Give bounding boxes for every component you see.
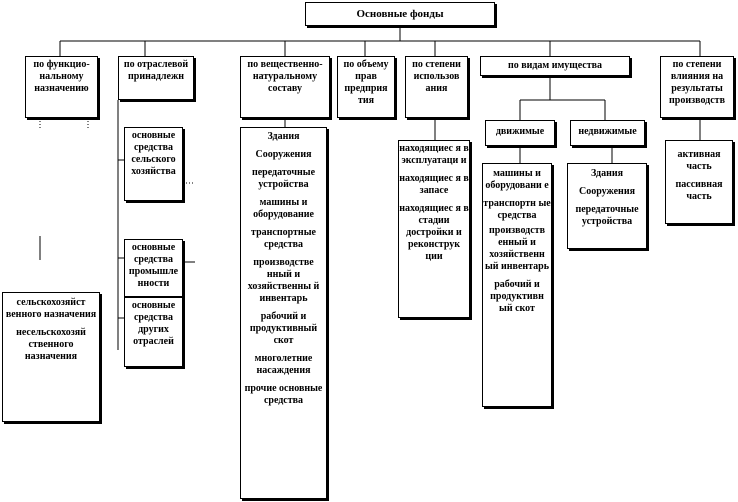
property-immovable-items: Здания Сооружения передаточные устройств… <box>567 163 647 249</box>
category-property: по видам имущества <box>480 56 630 76</box>
category-branch: по отраслевой принадлежн <box>118 56 194 100</box>
category-influence: по степени влияния на результаты произво… <box>660 56 734 118</box>
root-box: Основные фонды <box>305 2 495 26</box>
branch-item-agriculture: основные средства сельского хозяйства <box>124 127 183 201</box>
property-movable: движимые <box>485 120 555 146</box>
category-usage: по степени использов ания <box>405 56 468 118</box>
material-items: Здания Сооружения передаточные устройств… <box>240 127 327 499</box>
category-rights: по объему прав предприя тия <box>337 56 395 118</box>
category-functional: по функцио-нальному назначению <box>25 56 98 118</box>
functional-items: сельскохозяйст венного назначения несель… <box>2 292 100 422</box>
category-material: по вещественно-натуральному составу <box>240 56 330 118</box>
root-title: Основные фонды <box>356 8 444 20</box>
branch-item-industry: основные средства промышле нности <box>124 239 183 297</box>
usage-items: находящиес я в эксплуатаци и находящиес … <box>398 140 470 318</box>
property-immovable: недвижимые <box>570 120 645 146</box>
branch-item-other: основные средства других отраслей <box>124 297 183 367</box>
property-movable-items: машины и оборудовани е транспортн ые сре… <box>482 163 552 407</box>
influence-items: активная часть пассивная часть <box>665 140 733 224</box>
